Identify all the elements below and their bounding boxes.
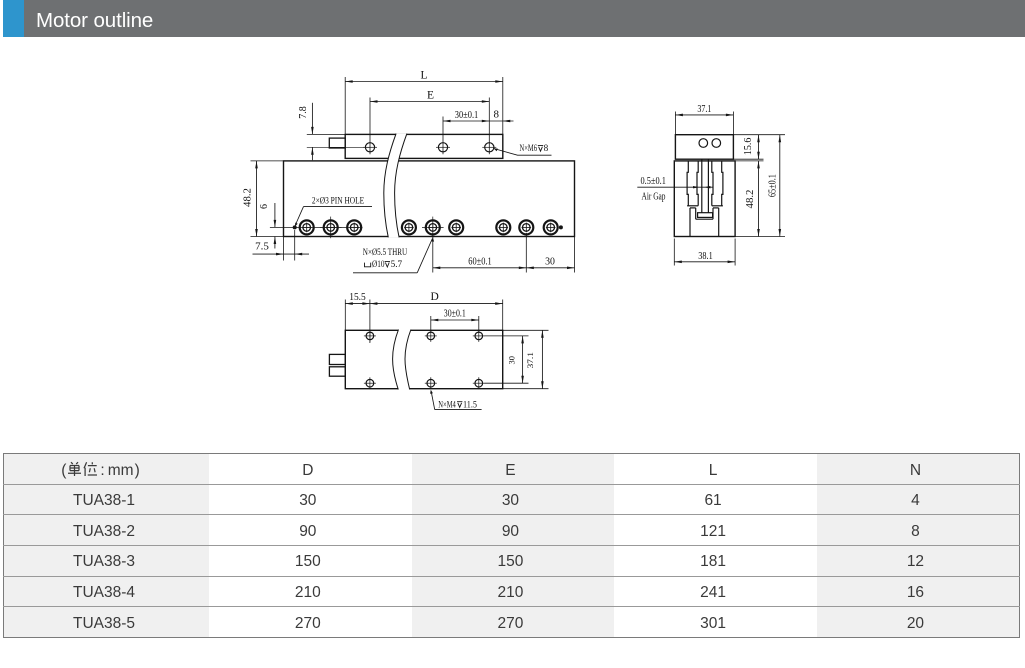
svg-text:30±0.1: 30±0.1 — [455, 109, 479, 121]
svg-text:48.2: 48.2 — [242, 188, 253, 207]
svg-text:8: 8 — [494, 108, 500, 120]
svg-text:11.5: 11.5 — [463, 400, 477, 410]
svg-text:6: 6 — [259, 204, 270, 209]
svg-text:65±0.1: 65±0.1 — [767, 174, 778, 197]
svg-text:D: D — [431, 291, 439, 303]
svg-text:38.1: 38.1 — [698, 250, 712, 262]
svg-text:0.5±0.1: 0.5±0.1 — [641, 176, 666, 187]
svg-text:E: E — [427, 90, 434, 102]
svg-text:L: L — [420, 70, 427, 82]
svg-text:15.6: 15.6 — [743, 138, 754, 156]
svg-text:60±0.1: 60±0.1 — [468, 255, 492, 267]
svg-text:Air Gap: Air Gap — [642, 192, 666, 203]
svg-text:37.1: 37.1 — [697, 103, 711, 115]
svg-text:N×M4: N×M4 — [438, 400, 456, 410]
svg-text:2×Ø3 PIN HOLE: 2×Ø3 PIN HOLE — [312, 196, 364, 206]
svg-text:7.8: 7.8 — [298, 106, 309, 119]
svg-text:48.2: 48.2 — [745, 190, 756, 209]
svg-text:8: 8 — [544, 143, 549, 153]
svg-text:Ø10: Ø10 — [372, 260, 385, 270]
svg-text:5.7: 5.7 — [391, 260, 403, 270]
svg-text:37.1: 37.1 — [525, 352, 535, 369]
svg-text:N×M6: N×M6 — [520, 143, 538, 153]
svg-text:30: 30 — [545, 255, 555, 267]
svg-text:15.5: 15.5 — [349, 291, 366, 303]
svg-text:7.5: 7.5 — [255, 241, 269, 253]
svg-text:30±0.1: 30±0.1 — [444, 307, 466, 319]
svg-text:N×Ø5.5 THRU: N×Ø5.5 THRU — [363, 248, 407, 258]
svg-text:30: 30 — [507, 356, 517, 365]
